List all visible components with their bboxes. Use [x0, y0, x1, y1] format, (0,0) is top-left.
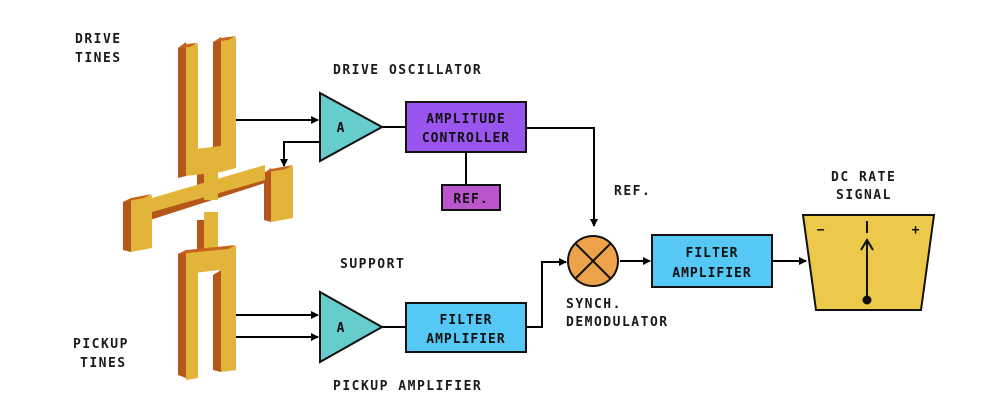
fork-face	[131, 37, 293, 380]
amplitude-controller-line2: CONTROLLER	[422, 131, 510, 146]
label-pickup-amplifier: PICKUP AMPLIFIER	[333, 379, 482, 394]
label-drive-tines-1: DRIVE	[75, 32, 122, 47]
ref-box: REF.	[441, 184, 501, 211]
label-pickup-tines-2: TINES	[80, 356, 127, 371]
dc-rate-meter: − +	[801, 214, 936, 311]
wire-controller-to-demod	[526, 127, 598, 227]
wire-filter-to-demod	[526, 258, 567, 328]
filter-right-line1: FILTER	[686, 246, 739, 261]
meter-needle-tip-icon	[860, 238, 874, 251]
ref-box-label: REF.	[453, 192, 488, 207]
meter-plus: +	[912, 223, 921, 238]
labels: DRIVE TINES PICKUP TINES DRIVE OSCILLATO…	[73, 32, 896, 394]
drive-amplifier: A	[319, 91, 385, 163]
wires	[236, 116, 807, 341]
filter-right-line2: AMPLIFIER	[672, 266, 751, 281]
label-dc-rate-1: DC RATE	[831, 170, 896, 185]
filter-lower-line2: AMPLIFIER	[426, 332, 505, 347]
label-dc-rate-2: SIGNAL	[836, 188, 892, 203]
filter-lower-line1: FILTER	[440, 313, 493, 328]
label-drive-tines-2: TINES	[75, 51, 122, 66]
amplitude-controller: AMPLITUDE CONTROLLER	[405, 101, 527, 153]
drive-amp-symbol: A	[337, 121, 346, 136]
wire-drive-feedback	[280, 141, 320, 167]
label-support: SUPPORT	[340, 257, 405, 272]
amplitude-controller-line1: AMPLITUDE	[426, 112, 505, 127]
filter-amplifier-right: FILTER AMPLIFIER	[651, 234, 773, 288]
label-pickup-tines-1: PICKUP	[73, 337, 129, 352]
meter-minus: −	[817, 223, 826, 238]
tuning-fork	[123, 36, 293, 380]
label-synch-1: SYNCH.	[566, 297, 622, 312]
pickup-amp-symbol: A	[337, 321, 346, 336]
meter-pivot	[862, 295, 872, 305]
synch-demodulator	[567, 235, 619, 287]
label-ref: REF.	[614, 184, 651, 199]
label-synch-2: DEMODULATOR	[566, 315, 669, 330]
pickup-amplifier: A	[319, 290, 385, 364]
label-drive-oscillator: DRIVE OSCILLATOR	[333, 63, 482, 78]
filter-amplifier-lower: FILTER AMPLIFIER	[405, 302, 527, 353]
amplifier-triangle-icon	[319, 290, 385, 364]
amplifier-triangle-icon	[319, 91, 385, 163]
